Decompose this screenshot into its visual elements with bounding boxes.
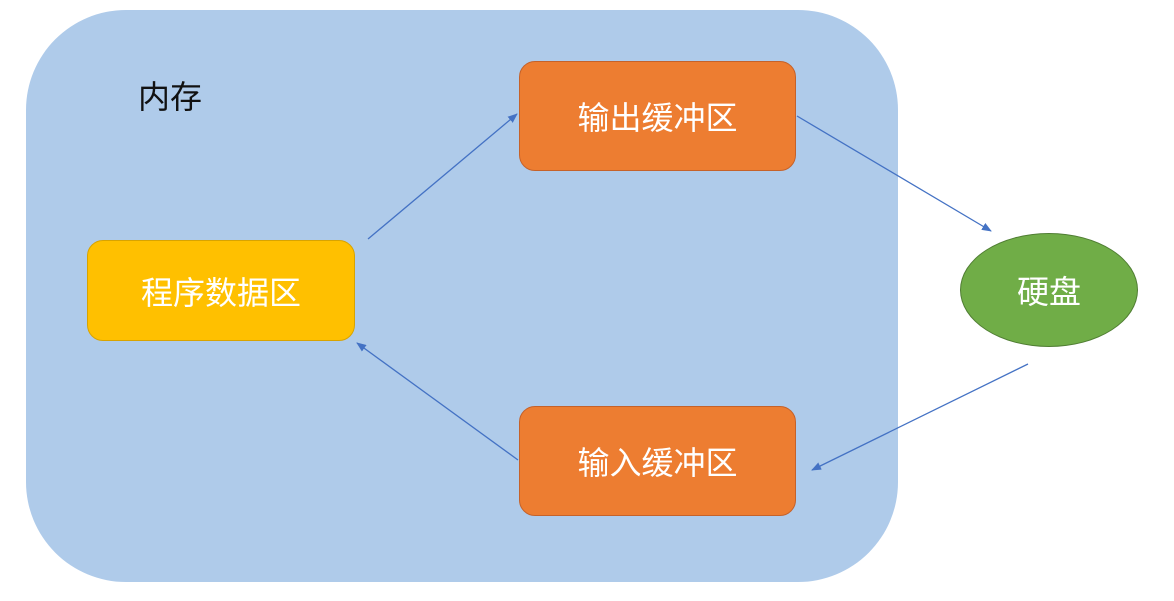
program-data-area-box: 程序数据区: [87, 240, 355, 341]
arrow-input-to-program: [356, 342, 519, 461]
arrow-output-to-disk: [796, 115, 992, 232]
input-buffer-label: 输入缓冲区: [577, 444, 738, 482]
input-buffer-box: 输入缓冲区: [519, 406, 796, 516]
disk-label: 硬盘: [1016, 273, 1081, 311]
disk-node: 硬盘: [960, 233, 1138, 347]
output-buffer-box: 输出缓冲区: [519, 61, 796, 171]
output-buffer-label: 输出缓冲区: [577, 99, 738, 137]
program-data-area-label: 程序数据区: [140, 273, 301, 312]
arrow-disk-to-input: [811, 363, 1029, 471]
memory-label: 内存: [138, 78, 203, 116]
arrow-program-to-output: [367, 113, 518, 240]
